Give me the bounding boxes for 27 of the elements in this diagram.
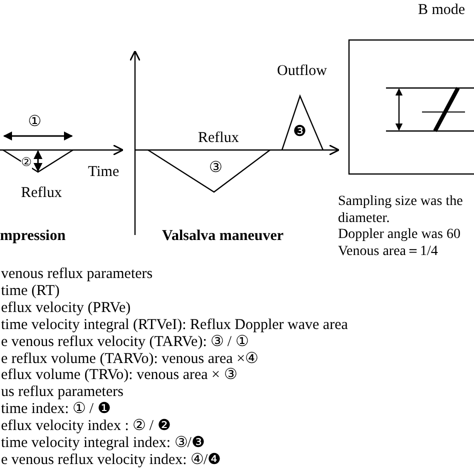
axis-label: Time [88,164,120,181]
section-heading: us reflux parameters [1,384,124,402]
definition-text: time velocity integral index: ③/❸ [1,435,204,452]
note-text: Doppler angle was 60 [338,226,460,243]
definition-text: time velocity integral (RTVeI): Reflux Doppler wave area [1,316,348,334]
definition-text: time index: ① / ❶ [1,401,110,418]
waveform-label: Reflux [21,185,62,202]
panel-title: B mode [418,2,466,19]
definition-text: e venous reflux velocity index: ④/❹ [1,452,221,469]
callout-number: ❸ [293,124,306,141]
definition-text: e venous reflux velocity (TARVe): ③ / ① [1,334,248,351]
panel-title: mpression [0,228,66,245]
definition-text: eflux velocity (PRVe) [1,300,131,317]
waveform-label: Reflux [198,130,239,147]
definition-text: eflux velocity index : ② / ❷ [1,418,170,436]
note-text: Venous area＝1/4 [338,243,438,260]
waveform-label: Outflow [277,63,327,80]
definition-text: eflux volume (TRVo): venous area × ③ [1,367,237,384]
callout-number: ② [21,156,32,169]
definition-text: time (RT) [1,282,60,300]
note-text: diameter. [338,210,390,227]
panel-title: Valsalva maneuver [162,228,284,245]
section-heading: venous reflux parameters [1,266,153,283]
callout-number: ③ [209,160,222,177]
definition-text: e reflux volume (TARVo): venous area ×④ [1,350,258,368]
callout-number: ① [28,114,41,131]
note-text: Sampling size was the [338,193,463,210]
